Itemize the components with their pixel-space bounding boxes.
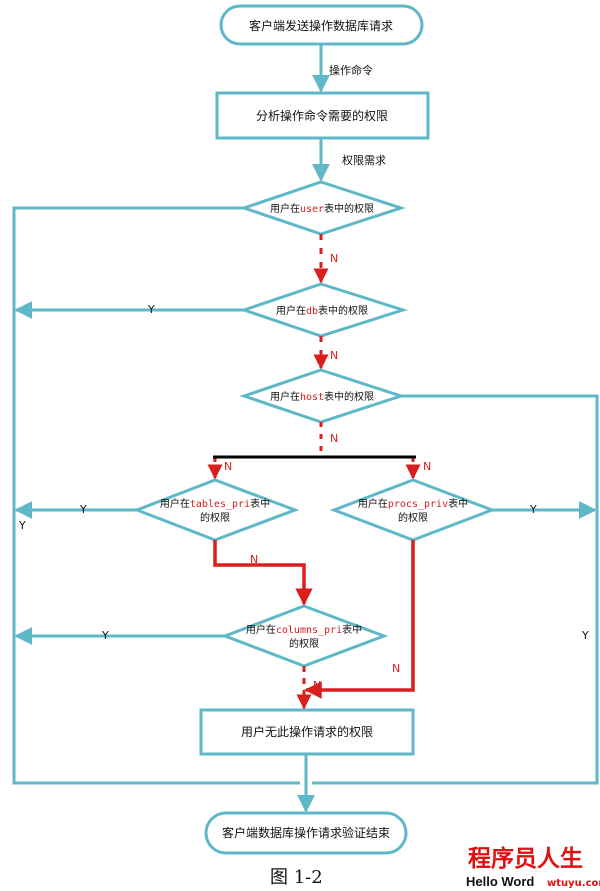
tables-line2: 的权限 bbox=[200, 511, 230, 524]
user-suffix: 表中的权限 bbox=[324, 202, 374, 215]
procs-line2: 的权限 bbox=[398, 511, 428, 524]
svg-text:用户在columns_pri表中: 用户在columns_pri表中 bbox=[246, 623, 362, 636]
db-prefix: 用户在 bbox=[276, 304, 306, 317]
svg-text:用户在db表中的权限: 用户在db表中的权限 bbox=[276, 304, 368, 317]
analyze-node bbox=[215, 91, 430, 140]
figure-caption: 图 1-2 bbox=[270, 867, 323, 888]
host-table-name: host bbox=[300, 392, 324, 403]
main-connectors bbox=[12, 44, 599, 813]
edge-n-columns: N bbox=[313, 679, 321, 692]
edge-y-user: Y bbox=[18, 519, 26, 532]
host-suffix: 表中的权限 bbox=[324, 390, 374, 403]
watermark-title: 程序员人生 bbox=[468, 845, 583, 872]
tables-prefix: 用户在 bbox=[160, 497, 190, 510]
edge-label-perm-req: 权限需求 bbox=[342, 154, 386, 167]
edge-y-columns: Y bbox=[101, 629, 109, 642]
svg-text:用户在procs_priv表中: 用户在procs_priv表中 bbox=[358, 497, 468, 510]
watermark-sub: Hello Word bbox=[466, 874, 534, 889]
svg-text:用户在user表中的权限: 用户在user表中的权限 bbox=[270, 202, 374, 215]
edge-y-db: Y bbox=[147, 303, 155, 316]
decision-tables-pri bbox=[132, 478, 300, 542]
analyze-label: 分析操作命令需要的权限 bbox=[256, 108, 388, 123]
columns-table-name: columns_pri bbox=[276, 625, 342, 636]
no-connectors bbox=[207, 234, 421, 710]
user-table-name: user bbox=[300, 204, 324, 215]
tables-table-name: tables_pri bbox=[190, 499, 250, 510]
start-label: 客户端发送操作数据库请求 bbox=[249, 18, 393, 33]
db-table-name: db bbox=[306, 306, 318, 317]
procs-suffix: 表中 bbox=[448, 497, 468, 510]
edge-y-tables: Y bbox=[79, 503, 87, 516]
columns-line2: 的权限 bbox=[289, 637, 319, 650]
host-prefix: 用户在 bbox=[270, 390, 300, 403]
edge-label-op-cmd: 操作命令 bbox=[329, 63, 373, 77]
edge-y-host: Y bbox=[581, 629, 589, 642]
edge-n-tables: N bbox=[250, 553, 258, 566]
end-label: 客户端数据库操作请求验证结束 bbox=[222, 825, 390, 840]
edge-n-fork-right: N bbox=[423, 460, 431, 473]
edge-y-procs: Y bbox=[529, 503, 537, 516]
columns-suffix: 表中 bbox=[342, 623, 362, 636]
svg-text:用户在host表中的权限: 用户在host表中的权限 bbox=[270, 390, 374, 403]
procs-table-name: procs_priv bbox=[388, 499, 448, 510]
edge-n-procs: N bbox=[392, 662, 400, 675]
watermark-domain: wtuyu.com bbox=[547, 878, 600, 889]
edge-n-host: N bbox=[330, 432, 338, 445]
procs-prefix: 用户在 bbox=[358, 497, 388, 510]
user-prefix: 用户在 bbox=[270, 202, 300, 215]
columns-prefix: 用户在 bbox=[246, 623, 276, 636]
edge-n-user: N bbox=[330, 252, 338, 265]
tables-suffix: 表中 bbox=[250, 497, 270, 510]
decision-columns-pri bbox=[220, 604, 389, 668]
end-node bbox=[204, 811, 408, 855]
deny-label: 用户无此操作请求的权限 bbox=[241, 724, 373, 739]
decision-procs-priv bbox=[329, 478, 497, 542]
edge-n-fork-left: N bbox=[224, 460, 232, 473]
svg-text:用户在tables_pri表中: 用户在tables_pri表中 bbox=[160, 497, 270, 510]
edge-n-db: N bbox=[330, 349, 338, 362]
db-suffix: 表中的权限 bbox=[318, 304, 368, 317]
watermark: 程序员人生 Hello Word wtuyu.com bbox=[466, 845, 600, 889]
